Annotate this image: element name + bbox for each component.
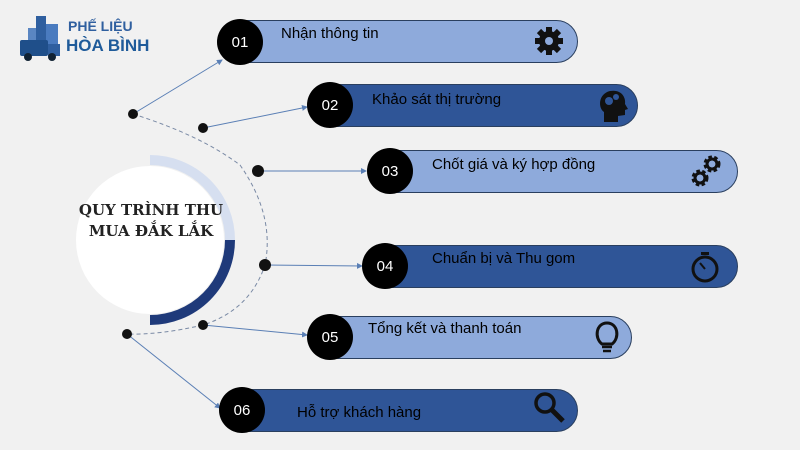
connector-dot [198, 123, 208, 133]
step-bar [390, 150, 738, 193]
connector-dot [122, 329, 132, 339]
title-circle [76, 166, 224, 314]
step-bar [242, 389, 578, 432]
step-label: Chuẩn bị và Thu gom [432, 250, 576, 267]
logo-line1: PHẾ LIỆU [68, 18, 133, 34]
page-title: QUY TRÌNH THU MUA ĐẮK LẮK [78, 201, 224, 240]
ring-light-arc [149, 155, 235, 241]
step-number: 01 [217, 19, 263, 65]
connector-dot [259, 259, 271, 271]
step-bar [330, 84, 638, 127]
connector-dot [198, 320, 208, 330]
magnifier-icon [534, 392, 565, 423]
logo-line2: HÒA BÌNH [66, 36, 150, 55]
stopwatch-icon [691, 252, 719, 283]
connector-dot [252, 165, 264, 177]
step-label: Khảo sát thị trường [372, 91, 502, 108]
step-number: 04 [362, 243, 408, 289]
logo-truck-building-icon [20, 16, 60, 61]
step-bar [330, 316, 632, 359]
step-label: Tổng kết và thanh toán [368, 320, 522, 337]
step-number: 03 [367, 148, 413, 194]
step-label: Hỗ trợ khách hàng [297, 404, 422, 421]
step-number: 02 [307, 82, 353, 128]
step-label: Nhận thông tin [281, 25, 379, 42]
step-number: 05 [307, 314, 353, 360]
gears-icon [691, 155, 721, 187]
step-bar [385, 245, 738, 288]
step-label: Chốt giá và ký hợp đồng [432, 156, 596, 173]
head-gears-icon [600, 90, 628, 122]
step-number: 06 [219, 387, 265, 433]
lightbulb-icon [595, 321, 619, 353]
ring-dark-arc [149, 239, 235, 325]
gear-icon [535, 27, 563, 55]
step-bar [240, 20, 578, 63]
connector-dot [128, 109, 138, 119]
